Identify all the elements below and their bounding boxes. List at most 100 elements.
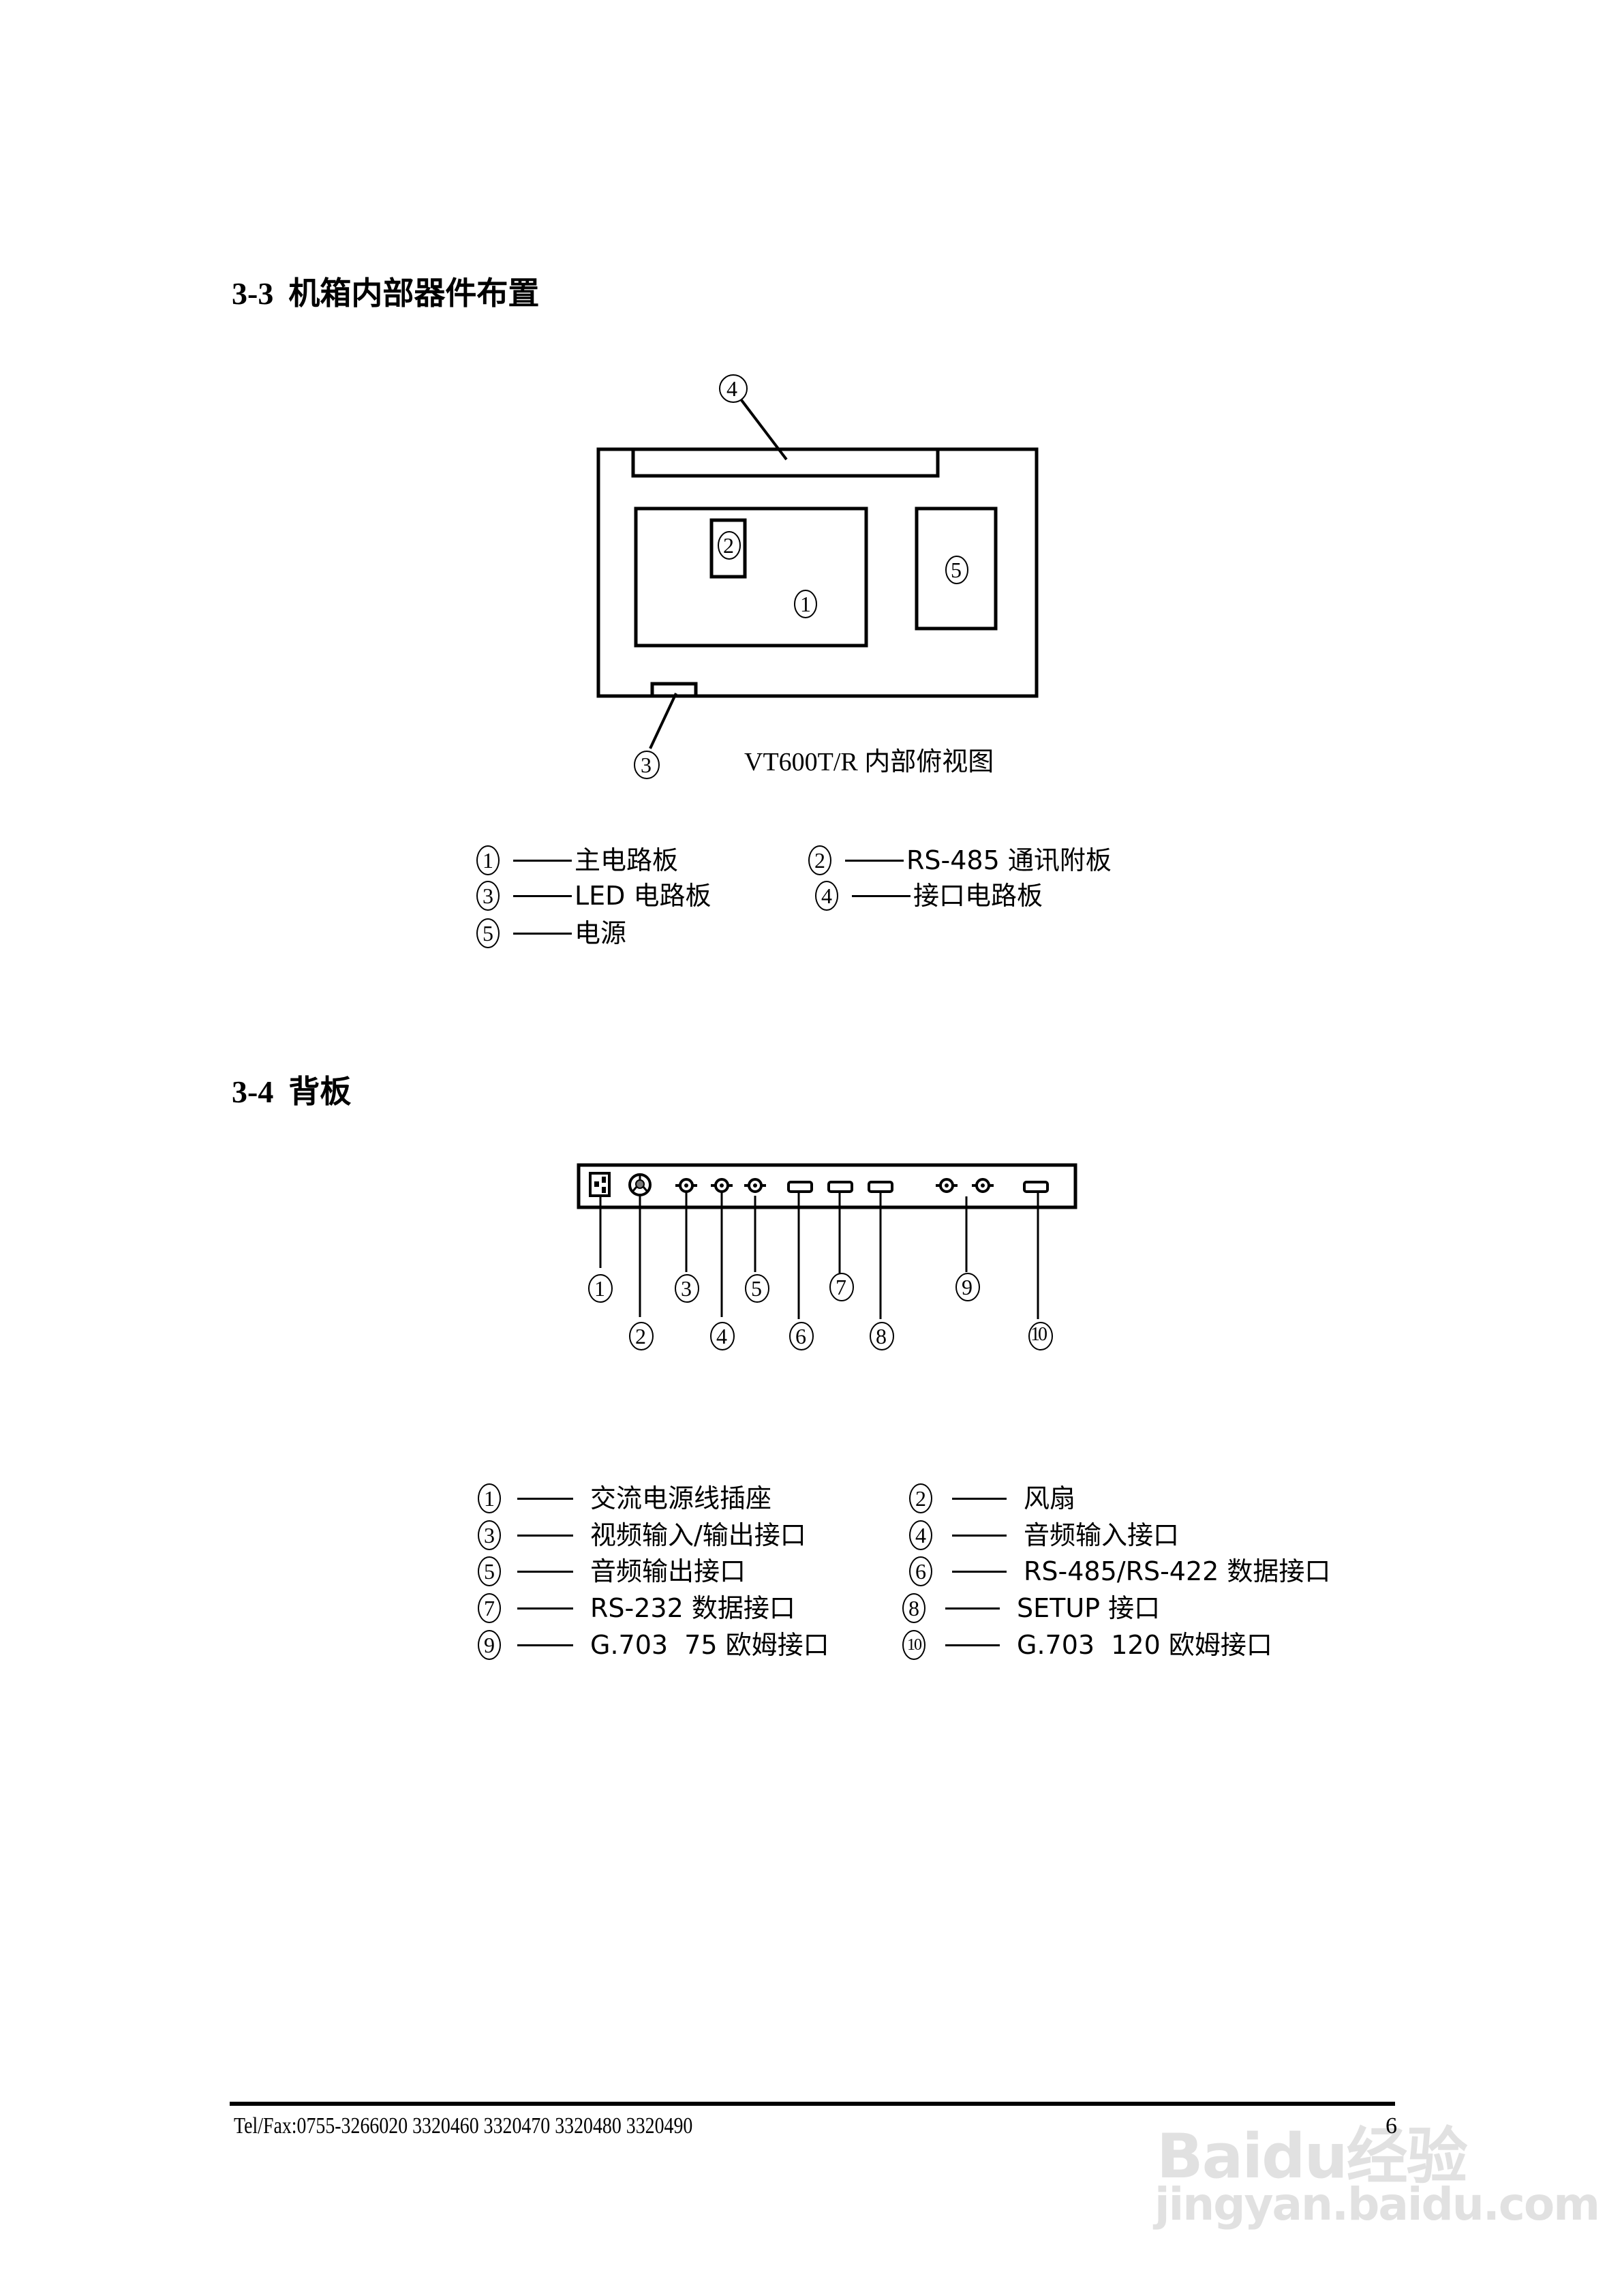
dash [852,894,911,897]
section-title: 机箱内部器件布置 [288,275,540,312]
section-3-4-heading: 3-4 背板 [232,1076,351,1108]
legend-item-rs232: 7 RS-232 数据接口 [478,1593,795,1623]
legend-label: LED 电路板 [575,881,711,911]
data-port-icons [787,1181,1049,1193]
main-board [634,507,868,648]
legend-mark: 5 [476,918,500,948]
legend-mark: 3 [476,881,500,911]
legend-item-ac-socket: 1 交流电源线插座 [478,1483,771,1513]
leader-line-4 [740,399,788,461]
dash [952,1534,1007,1537]
legend-item-rs485-rs422: 6 RS-485/RS-422 数据接口 [909,1556,1330,1586]
dash [513,859,572,862]
dash [513,894,572,897]
legend-label: RS-232 数据接口 [590,1593,795,1623]
callout-4: 4 [726,376,737,401]
legend-item-main-board: 1 主电路板 [476,845,678,875]
rs485-board [709,518,747,579]
panel-callout-5: 5 [751,1276,762,1301]
panel-leader-lines [599,1192,1039,1319]
legend-mark: 10 [902,1630,925,1660]
dash [517,1607,573,1610]
section-number: 3-4 [232,1074,274,1109]
section-3-3-heading: 3-3 机箱内部器件布置 [232,277,539,309]
legend-label: 交流电源线插座 [590,1483,772,1513]
dash [513,932,572,935]
legend-label: RS-485 通讯附板 [906,845,1112,875]
callout-5: 5 [951,558,962,582]
legend-mark: 1 [478,1483,501,1513]
legend-label: 电源 [575,918,627,948]
diagram-caption: VT600T/R 内部俯视图 [744,748,994,776]
interface-board [631,447,940,478]
legend-label: 主电路板 [575,845,679,875]
legend-label: 风扇 [1024,1483,1076,1513]
legend-label: G.703 120 欧姆接口 [1017,1630,1272,1660]
legend-label: RS-485/RS-422 数据接口 [1024,1556,1331,1586]
legend-mark: 2 [808,845,831,875]
legend-mark: 9 [478,1630,501,1660]
panel-callout-4: 4 [716,1324,727,1348]
section-number: 3-3 [232,276,274,311]
legend-mark: 7 [478,1593,501,1623]
legend-mark: 5 [478,1556,501,1586]
legend-item-led-board: 3 LED 电路板 [476,881,711,911]
legend-item-video-io: 3 视频输入/输出接口 [478,1520,806,1550]
legend-item-rs485-board: 2 RS-485 通讯附板 [808,845,1112,875]
legend-label: 接口电路板 [913,881,1043,911]
page-number: 6 [1386,2113,1397,2139]
panel-callout-7: 7 [836,1275,846,1299]
panel-outline [577,1163,1077,1209]
dash [945,1607,1000,1610]
panel-callout-3: 3 [681,1276,692,1301]
section-title: 背板 [288,1073,352,1110]
panel-callout-9: 9 [962,1275,973,1299]
legend-mark: 4 [909,1520,932,1550]
callout-3: 3 [641,753,652,777]
callout-1: 1 [800,592,811,616]
dash [952,1497,1007,1500]
dash [517,1534,573,1537]
legend-item-fan: 2 风扇 [909,1483,1075,1513]
leader-line-3 [649,693,677,749]
footer-rule [230,2102,1395,2106]
dash [517,1497,573,1500]
legend-item-setup: 8 SETUP 接口 [902,1593,1160,1623]
legend-item-g703-120: 10 G.703 120 欧姆接口 [902,1630,1272,1660]
dash [517,1644,573,1646]
legend-label: G.703 75 欧姆接口 [590,1630,829,1660]
dash [845,859,904,862]
legend-label: SETUP 接口 [1017,1593,1161,1623]
dash [945,1644,1000,1646]
panel-callout-8: 8 [876,1324,887,1348]
bnc-connector-icons [675,1178,994,1193]
legend-label: 音频输入接口 [1024,1520,1180,1550]
legend-mark: 2 [909,1483,932,1513]
watermark-logo: Baidu经验 [1157,2121,1468,2192]
legend-mark: 8 [902,1593,925,1623]
legend-mark: 1 [476,845,500,875]
callout-2: 2 [723,533,734,558]
panel-callout-6: 6 [795,1324,806,1348]
legend-item-interface-board: 4 接口电路板 [815,881,1043,911]
legend-mark: 4 [815,881,838,911]
dash [952,1570,1007,1573]
legend-mark: 3 [478,1520,501,1550]
dash [517,1570,573,1573]
ac-socket-icon [589,1172,611,1197]
power-supply [915,507,998,631]
legend-label: 音频输出接口 [590,1556,746,1586]
legend-item-audio-out: 5 音频输出接口 [478,1556,746,1586]
footer-contact: Tel/Fax:0755-3266020 3320460 3320470 332… [234,2113,693,2139]
watermark-url: jingyan.baidu.com [1154,2178,1600,2231]
legend-label: 视频输入/输出接口 [590,1520,806,1550]
legend-item-power: 5 电源 [476,918,626,948]
legend-item-g703-75: 9 G.703 75 欧姆接口 [478,1630,829,1660]
panel-callout-2: 2 [635,1324,646,1348]
panel-callout-10: 10 [1030,1324,1047,1345]
fan-icon [628,1173,652,1196]
panel-callout-1: 1 [594,1276,605,1301]
legend-item-audio-in: 4 音频输入接口 [909,1520,1179,1550]
